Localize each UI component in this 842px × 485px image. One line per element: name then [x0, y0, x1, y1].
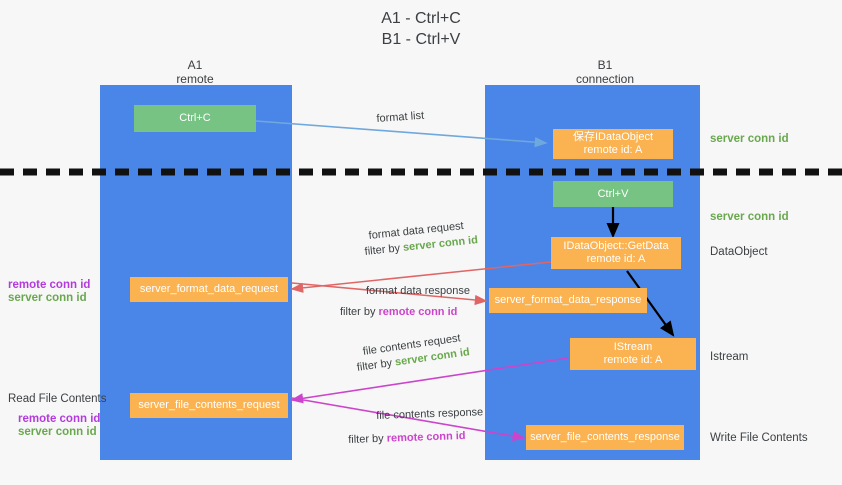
- title-line-1: A1 - Ctrl+C: [381, 10, 461, 27]
- left-label-file-server-conn-id: server conn id: [18, 426, 97, 438]
- box-save-idataobject-line2: remote id: A: [583, 144, 643, 156]
- lane-b1-name: B1: [597, 58, 613, 72]
- lane-b1-sub: connection: [575, 72, 635, 86]
- title-line-2: B1 - Ctrl+V: [381, 31, 461, 48]
- box-save-idataobject[interactable]: 保存IDataObject remote id: A: [553, 129, 673, 159]
- box-server-format-data-request-line1: server_format_data_request: [139, 283, 279, 295]
- arrow-label-format-data-response-filter: filter by remote conn id: [340, 305, 457, 319]
- box-ctrl-c[interactable]: Ctrl+C: [134, 105, 256, 132]
- box-server-file-contents-response[interactable]: server_file_contents_response: [526, 425, 684, 450]
- box-istream[interactable]: IStream remote id: A: [570, 338, 696, 370]
- right-label-server-conn-id-1: server conn id: [710, 133, 789, 145]
- box-getdata[interactable]: IDataObject::GetData remote id: A: [551, 237, 681, 269]
- lane-a1-sub: remote: [176, 72, 214, 86]
- right-label-write-file-contents: Write File Contents: [710, 432, 808, 444]
- box-istream-line2: remote id: A: [603, 354, 663, 366]
- box-getdata-line1: IDataObject::GetData: [563, 240, 669, 252]
- filter-prefix-3: filter by: [356, 356, 396, 374]
- filter-value-2: remote conn id: [378, 306, 458, 318]
- box-istream-line1: IStream: [613, 341, 653, 353]
- box-ctrl-c-line1: Ctrl+C: [179, 112, 211, 124]
- filter-prefix-1: filter by: [364, 241, 404, 258]
- filter-prefix-2: filter by: [340, 306, 379, 318]
- arrow-label-format-data-response: format data response: [366, 285, 470, 297]
- box-server-file-contents-request-line1: server_file_contents_request: [138, 399, 280, 411]
- lane-header-b1: B1 connection: [530, 58, 680, 86]
- lane-header-a1: A1 remote: [120, 58, 270, 86]
- filter-value-4: remote conn id: [386, 429, 466, 445]
- box-ctrl-v[interactable]: Ctrl+V: [553, 181, 673, 207]
- box-ctrl-v-line1: Ctrl+V: [597, 187, 629, 200]
- box-getdata-line2: remote id: A: [586, 253, 646, 265]
- box-server-format-data-response-line1: server_format_data_response: [494, 294, 642, 306]
- lane-a1-name: A1: [187, 58, 203, 72]
- arrow-label-file-contents-response-filter: filter by remote conn id: [348, 429, 466, 447]
- right-label-server-conn-id-2: server conn id: [710, 211, 789, 223]
- left-label-read-file-contents: Read File Contents: [8, 393, 107, 405]
- box-save-idataobject-line1: 保存IDataObject: [572, 131, 654, 143]
- filter-prefix-4: filter by: [348, 432, 387, 446]
- right-label-dataobject: DataObject: [710, 246, 768, 258]
- right-label-istream: Istream: [710, 351, 749, 363]
- arrow-label-format-list: format list: [376, 109, 425, 125]
- box-server-file-contents-request[interactable]: server_file_contents_request: [130, 393, 288, 418]
- left-label-file-remote-conn-id: remote conn id: [18, 413, 101, 425]
- box-server-file-contents-response-line1: server_file_contents_response: [530, 431, 680, 443]
- left-label-format-server-conn-id: server conn id: [8, 292, 87, 304]
- box-server-format-data-request[interactable]: server_format_data_request: [130, 277, 288, 302]
- box-server-format-data-response[interactable]: server_format_data_response: [489, 288, 647, 313]
- left-label-format-remote-conn-id: remote conn id: [8, 279, 91, 291]
- page-title: A1 - Ctrl+C B1 - Ctrl+V: [0, 8, 842, 50]
- arrow-label-file-contents-response: file contents response: [376, 406, 484, 422]
